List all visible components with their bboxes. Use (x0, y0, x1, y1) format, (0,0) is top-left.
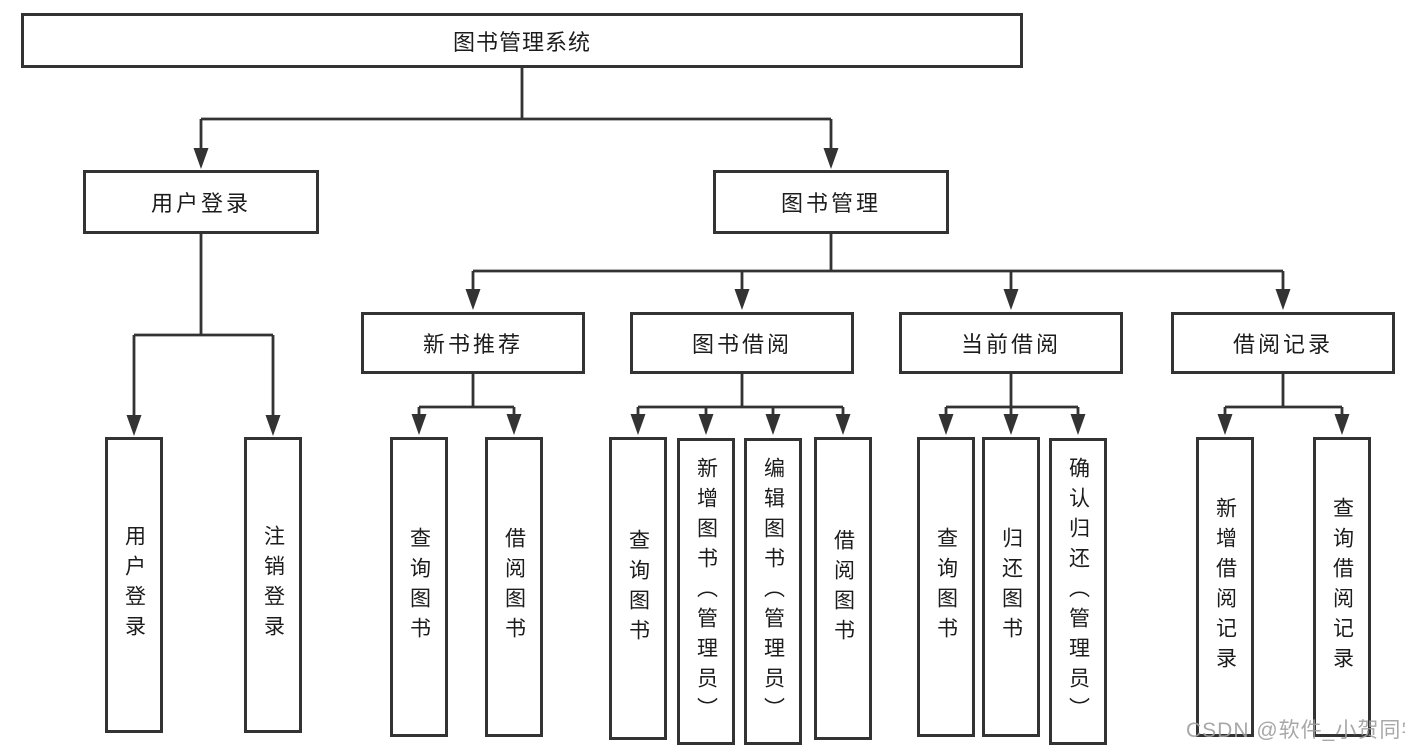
node-book-borrowing: 图书借阅 (630, 312, 854, 374)
node-new-book-recommend-label: 新书推荐 (422, 332, 523, 357)
node-current-borrowing-label: 当前借阅 (960, 332, 1061, 357)
node-borrowing-records-label: 借阅记录 (1232, 332, 1333, 357)
leaf-add-book-admin: 新增图书（管理员） (677, 438, 735, 745)
node-new-book-recommend: 新书推荐 (361, 312, 585, 374)
node-root-label: 图书管理系统 (452, 29, 591, 55)
leaf-borrow-books-recommend: 借阅图书 (485, 437, 543, 737)
arrowheads (126, 148, 1350, 436)
leaf-query-borrow-record: 查询借阅记录 (1313, 437, 1371, 737)
leaf-borrow-books-borrowing: 借阅图书 (814, 437, 872, 740)
node-root: 图书管理系统 (21, 13, 1023, 68)
leaf-return-book: 归还图书 (982, 437, 1040, 737)
node-current-borrowing: 当前借阅 (899, 312, 1123, 374)
leaf-query-books-recommend: 查询图书 (390, 437, 448, 737)
leaf-confirm-return-admin: 确认归还（管理员） (1049, 438, 1107, 745)
leaf-logout: 注销登录 (244, 437, 302, 733)
csdn-watermark: CSDN @软件_小贺同学 (1186, 719, 1405, 742)
leaf-add-borrow-record: 新增借阅记录 (1196, 437, 1254, 737)
node-borrowing-records: 借阅记录 (1171, 312, 1395, 374)
node-book-management-label: 图书管理 (780, 191, 881, 216)
leaf-query-books-current: 查询图书 (917, 437, 975, 737)
leaf-edit-book-admin: 编辑图书（管理员） (744, 438, 802, 745)
node-user-login-label: 用户登录 (150, 191, 251, 216)
node-user-login: 用户登录 (83, 170, 319, 234)
leaf-query-books-borrowing: 查询图书 (609, 437, 667, 740)
leaf-user-login: 用户登录 (105, 437, 163, 733)
node-book-management: 图书管理 (713, 170, 949, 234)
node-book-borrowing-label: 图书借阅 (691, 332, 792, 357)
